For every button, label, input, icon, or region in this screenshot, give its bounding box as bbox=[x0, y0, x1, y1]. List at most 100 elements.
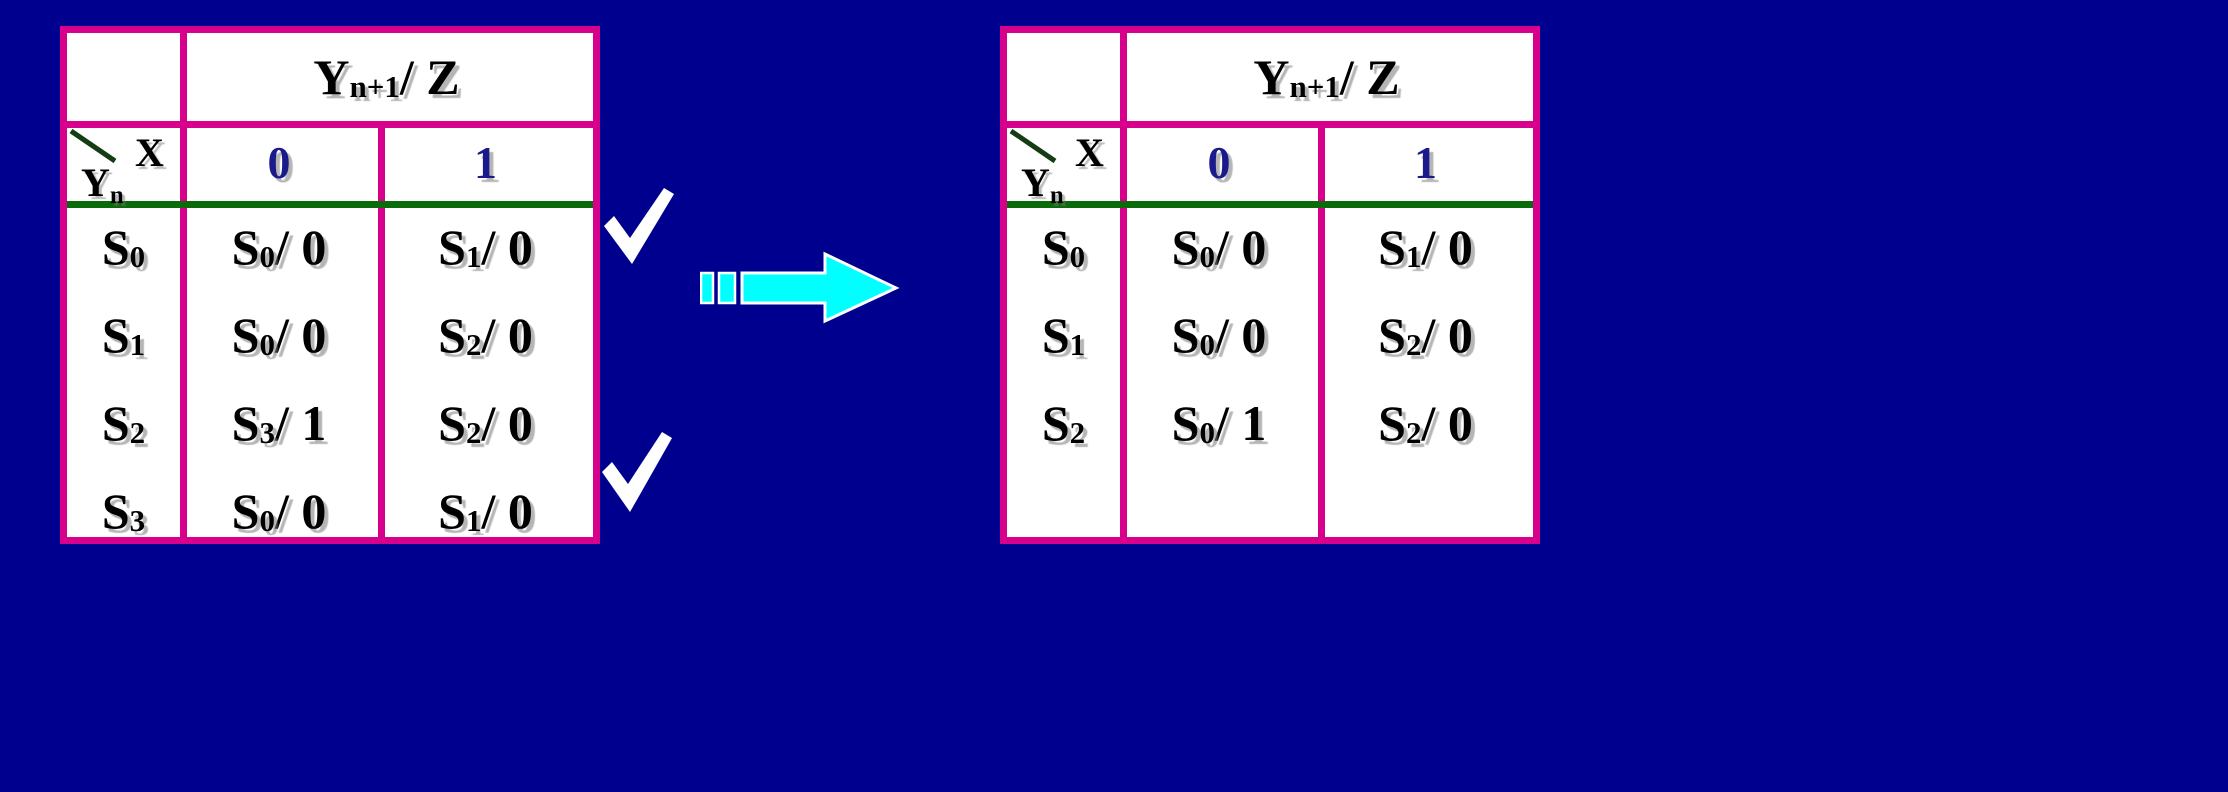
trans-tail: / 0 bbox=[1421, 395, 1473, 451]
trans-base: S bbox=[1171, 395, 1200, 451]
trans-base: S bbox=[1378, 307, 1406, 363]
top-header-base: Y bbox=[1253, 49, 1290, 105]
checkmark-icon-row3 bbox=[602, 432, 672, 512]
right-corner-col-var: X bbox=[1075, 130, 1104, 175]
trans-tail: / 0 bbox=[274, 483, 327, 539]
right-table-green-separator bbox=[1007, 201, 1533, 208]
trans-sub: 0 bbox=[259, 502, 275, 538]
right-table-col-header-0: 0 bbox=[1207, 137, 1231, 188]
trans-tail: / 0 bbox=[274, 219, 327, 275]
state-sub: 1 bbox=[129, 326, 146, 362]
trans-tail: / 0 bbox=[481, 219, 533, 275]
trans-sub: 1 bbox=[465, 502, 482, 538]
trans-tail: / 0 bbox=[1421, 307, 1473, 363]
trans-base: S bbox=[231, 219, 260, 275]
trans-tail: / 0 bbox=[481, 395, 533, 451]
state-base: S bbox=[101, 219, 130, 275]
left-corner-col-var: X bbox=[135, 130, 164, 175]
right-arrow-icon bbox=[700, 251, 900, 324]
right-corner-row-var-sub: n bbox=[1049, 182, 1064, 210]
trans-base: S bbox=[438, 483, 466, 539]
trans-tail: / 0 bbox=[1214, 219, 1267, 275]
right-corner-row-var: Yn bbox=[1021, 159, 1064, 210]
trans-sub: 1 bbox=[1405, 238, 1422, 274]
trans-sub: 2 bbox=[1405, 326, 1422, 362]
state-sub: 2 bbox=[129, 414, 146, 450]
trans-sub: 0 bbox=[1199, 238, 1215, 274]
state-sub: 0 bbox=[1069, 238, 1086, 274]
trans-tail: / 0 bbox=[1214, 307, 1267, 363]
left-table-vline-2 bbox=[378, 121, 385, 537]
trans-tail: / 0 bbox=[274, 307, 327, 363]
trans-tail: / 1 bbox=[274, 395, 327, 451]
trans-base: S bbox=[1378, 219, 1406, 275]
trans-tail: / 1 bbox=[1214, 395, 1267, 451]
right-table-col-header-1: 1 bbox=[1414, 137, 1437, 188]
trans-sub: 0 bbox=[259, 238, 275, 274]
trans-sub: 3 bbox=[259, 414, 275, 450]
top-header-tail: / Z bbox=[1339, 49, 1400, 105]
trans-sub: 2 bbox=[465, 326, 482, 362]
left-table-green-separator bbox=[67, 201, 593, 208]
left-table-hline-top bbox=[67, 121, 593, 128]
trans-sub: 2 bbox=[465, 414, 482, 450]
trans-sub: 0 bbox=[259, 326, 275, 362]
corner-diagonal-icon bbox=[69, 128, 117, 164]
left-table-vline-1 bbox=[180, 33, 187, 537]
trans-sub: 2 bbox=[1405, 414, 1422, 450]
trans-sub: 1 bbox=[465, 238, 482, 274]
trans-base: S bbox=[438, 395, 466, 451]
top-header-tail: / Z bbox=[399, 49, 460, 105]
trans-base: S bbox=[1171, 307, 1200, 363]
trans-sub: 0 bbox=[1199, 326, 1215, 362]
trans-base: S bbox=[1171, 219, 1200, 275]
left-corner-row-var: Yn bbox=[81, 159, 124, 209]
trans-base: S bbox=[231, 307, 260, 363]
state-sub: 1 bbox=[1069, 326, 1086, 362]
left-corner-row-var-base: Y bbox=[81, 160, 110, 205]
checkmark-icon-row0 bbox=[604, 188, 674, 264]
state-sub: 2 bbox=[1069, 414, 1086, 450]
corner-diagonal-icon bbox=[1009, 128, 1057, 164]
trans-base: S bbox=[231, 483, 260, 539]
state-base: S bbox=[1041, 395, 1070, 451]
state-base: S bbox=[101, 307, 130, 363]
trans-sub: 0 bbox=[1199, 414, 1215, 450]
trans-tail: / 0 bbox=[481, 483, 533, 539]
state-base: S bbox=[101, 395, 130, 451]
trans-base: S bbox=[231, 395, 260, 451]
right-table-hline-top bbox=[1007, 121, 1533, 128]
right-corner-row-var-base: Y bbox=[1021, 160, 1050, 205]
right-table-vline-2 bbox=[1318, 121, 1325, 537]
trans-base: S bbox=[438, 219, 466, 275]
state-base: S bbox=[101, 483, 130, 539]
trans-base: S bbox=[1378, 395, 1406, 451]
state-sub: 0 bbox=[129, 238, 146, 274]
state-base: S bbox=[1041, 307, 1070, 363]
trans-base: S bbox=[438, 307, 466, 363]
top-header-sub: n+1 bbox=[349, 68, 400, 104]
